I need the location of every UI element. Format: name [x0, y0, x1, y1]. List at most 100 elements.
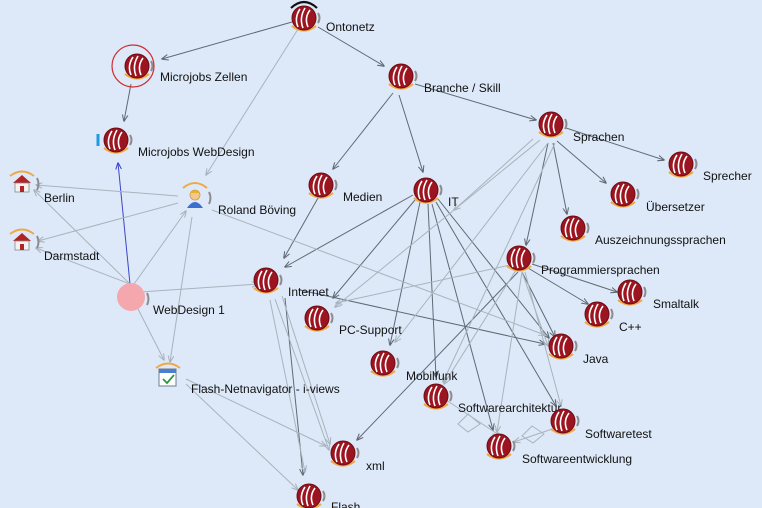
node-orb-icon — [356, 447, 360, 459]
node-orb-icon — [510, 247, 526, 269]
node-uebersetzer[interactable]: Übersetzer — [610, 181, 705, 214]
node-label: Übersetzer — [646, 200, 705, 214]
node-label: Branche / Skill — [424, 81, 501, 95]
edge — [135, 304, 164, 360]
node-orb-icon — [374, 352, 390, 374]
node-orb-icon — [312, 174, 328, 196]
edge — [185, 383, 298, 490]
edge — [556, 140, 606, 183]
node-branche_skill[interactable]: Branche / Skill — [388, 63, 501, 95]
edge — [269, 299, 305, 472]
edge — [521, 425, 545, 444]
edge — [38, 202, 179, 241]
edge — [284, 197, 319, 258]
node-pcsupport[interactable]: PC-Support — [304, 305, 402, 337]
node-orb-icon — [392, 65, 408, 87]
node-orb-icon — [449, 390, 453, 402]
node-label: Softwarearchitektur — [458, 401, 561, 415]
node-microjobs_zellen[interactable]: Microjobs Zellen — [111, 44, 247, 88]
edge — [431, 203, 493, 430]
node-orb-icon — [542, 113, 558, 135]
node-webdesign1[interactable]: WebDesign 1 — [117, 283, 225, 317]
edge-layer — [34, 21, 664, 490]
node-orb-icon — [564, 118, 568, 130]
node-flash_nav[interactable]: Flash-Netnavigator - i-views — [155, 362, 340, 397]
selection-ring — [111, 44, 155, 88]
edge — [454, 138, 534, 210]
node-label: Softwareentwicklung — [522, 452, 632, 466]
node-it[interactable]: IT — [413, 177, 459, 209]
node-orb-icon — [107, 129, 123, 151]
edge — [335, 139, 541, 307]
node-berlin[interactable]: Berlin — [9, 170, 75, 206]
house-icon — [20, 186, 24, 192]
node-orb-icon — [574, 340, 578, 352]
node-sprecher[interactable]: Sprecher — [668, 151, 752, 183]
node-orb-icon — [295, 7, 311, 29]
node-orb-icon — [636, 188, 640, 200]
node-softwaretest[interactable]: Softwaretest — [550, 408, 652, 441]
node-darmstadt[interactable]: Darmstadt — [9, 228, 100, 264]
node-label: Internet — [288, 285, 329, 299]
node-label: Sprachen — [573, 130, 624, 144]
edge — [521, 271, 548, 346]
edge — [118, 163, 131, 285]
node-medien[interactable]: Medien — [308, 172, 382, 204]
node-ontonetz[interactable]: Ontonetz — [290, 0, 375, 34]
node-auszeichnung[interactable]: Auszeichnungssprachen — [560, 215, 726, 247]
node-orb-icon — [621, 281, 637, 303]
node-orb-icon — [614, 183, 630, 205]
node-label: Microjobs WebDesign — [138, 145, 255, 159]
node-roland[interactable]: Roland Böving — [182, 182, 296, 217]
node-orb-icon — [128, 55, 144, 77]
node-orb-icon — [490, 435, 506, 457]
edge — [281, 295, 330, 444]
node-label: Berlin — [44, 191, 75, 205]
node-label: Sprecher — [703, 169, 752, 183]
edge — [527, 267, 588, 304]
node-softwarearch[interactable]: Softwarearchitektur — [423, 383, 561, 415]
edge — [133, 211, 186, 285]
node-mobilfunk[interactable]: Mobilfunk — [370, 350, 458, 383]
node-label: Mobilfunk — [406, 369, 458, 383]
document-icon — [155, 362, 181, 369]
job-icon — [146, 292, 150, 306]
node-xml[interactable]: xml — [330, 440, 385, 473]
edge — [139, 284, 258, 293]
node-orb-icon — [427, 385, 443, 407]
node-orb-icon — [564, 217, 580, 239]
node-orb-icon — [257, 269, 273, 291]
node-orb-icon — [396, 357, 400, 369]
node-cpp[interactable]: C++ — [584, 301, 642, 334]
edge — [285, 194, 414, 267]
node-orb-icon — [610, 308, 614, 320]
node-label: C++ — [619, 320, 642, 334]
node-label: xml — [366, 459, 385, 473]
node-label: Darmstadt — [44, 249, 100, 263]
node-programmier[interactable]: Programmiersprachen — [506, 245, 660, 277]
node-orb-icon — [414, 70, 418, 82]
node-microjobs_webdesign[interactable]: Microjobs WebDesign — [96, 127, 255, 159]
node-orb-icon — [439, 184, 443, 196]
edge — [390, 201, 421, 345]
node-java[interactable]: Java — [548, 333, 609, 366]
edge — [497, 271, 523, 432]
edge — [333, 199, 416, 298]
node-label: Softwaretest — [585, 427, 652, 441]
node-orb-icon — [694, 158, 698, 170]
node-flash[interactable]: Flash — [296, 483, 360, 508]
house-icon — [20, 244, 24, 250]
house-icon — [36, 177, 40, 191]
node-softwareentw[interactable]: Softwareentwicklung — [486, 433, 632, 466]
edge — [414, 83, 536, 120]
edge — [206, 25, 301, 175]
edge — [444, 269, 517, 384]
node-label: IT — [448, 195, 459, 209]
node-orb-icon — [334, 442, 350, 464]
edge — [531, 263, 617, 292]
node-internet[interactable]: Internet — [253, 267, 329, 299]
node-orb-icon — [552, 335, 568, 357]
node-smaltalk[interactable]: Smaltalk — [617, 279, 700, 311]
node-sprachen[interactable]: Sprachen — [538, 111, 624, 144]
